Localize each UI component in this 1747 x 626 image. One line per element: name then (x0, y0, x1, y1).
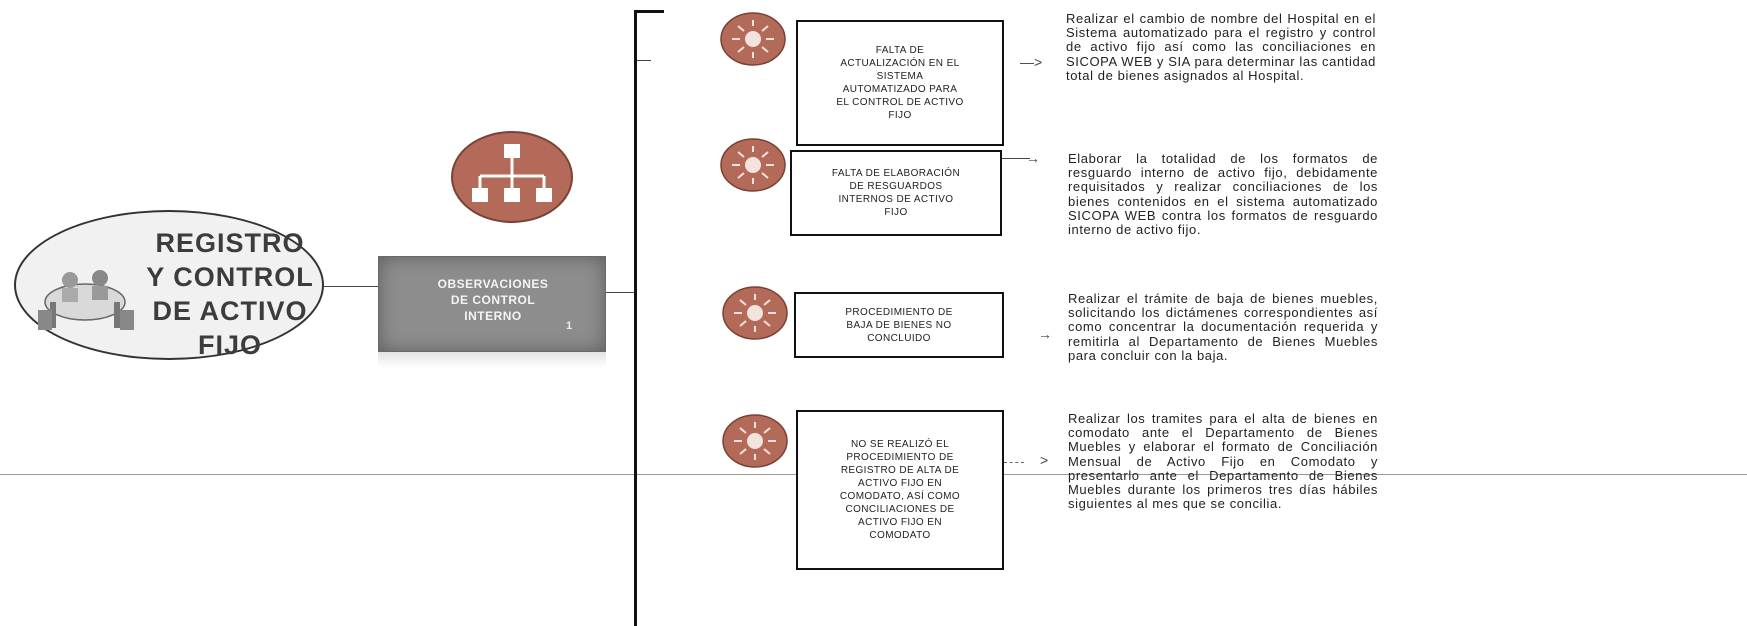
office-desk-icon (38, 270, 134, 330)
item-1-branch (637, 60, 651, 61)
item-1-observation-text: FALTA DE ACTUALIZACIÓN EN EL SISTEMA AUT… (836, 45, 964, 121)
item-4-connector (1004, 462, 1024, 464)
item-2-recommendation: Elaborar la totalidad de los formatos de… (1068, 151, 1378, 238)
item-1-recommendation: Realizar el cambio de nombre del Hospita… (1066, 11, 1376, 83)
vertical-connector (634, 10, 637, 626)
item-2-observation-box: FALTA DE ELABORACIÓN DE RESGUARDOS INTER… (790, 150, 1002, 236)
item-1-arrow: —> (1020, 54, 1043, 70)
item-4-recommendation: Realizar los tramites para el alta de bi… (1068, 411, 1378, 512)
item-2-connector (1002, 158, 1030, 159)
observations-box (378, 256, 606, 352)
item-3-recommendation: Realizar el trámite de baja de bienes mu… (1068, 291, 1378, 363)
item-1-observation-box: FALTA DE ACTUALIZACIÓN EN EL SISTEMA AUT… (796, 20, 1004, 146)
observations-number: 1 (566, 320, 573, 332)
item-1-circle-icon (720, 12, 786, 66)
item-2-arrow: → (1026, 150, 1040, 166)
observations-box-reflection (378, 352, 606, 368)
topic-connector (324, 286, 378, 287)
item-3-observation-text: PROCEDIMIENTO DE BAJA DE BIENES NO CONCL… (845, 306, 953, 344)
item-3-arrow: → (1038, 326, 1052, 342)
item-4-observation-text: NO SE REALIZÓ EL PROCEDIMIENTO DE REGIST… (839, 439, 961, 541)
main-topic-title: REGISTRO Y CONTROL DE ACTIVO FIJO (146, 228, 314, 360)
item-2-observation-text: FALTA DE ELABORACIÓN DE RESGUARDOS INTER… (831, 168, 961, 218)
item-3-observation-box: PROCEDIMIENTO DE BAJA DE BIENES NO CONCL… (794, 292, 1004, 358)
observations-label: OBSERVACIONES DE CONTROL INTERNO (437, 277, 549, 323)
item-4-circle-icon (722, 414, 788, 468)
org-chart-icon (451, 131, 573, 223)
item-2-circle-icon (720, 138, 786, 192)
item-4-arrow: > (1040, 452, 1049, 468)
observations-connector (606, 292, 634, 293)
top-connector-tick (634, 10, 664, 13)
item-3-circle-icon (722, 286, 788, 340)
item-4-observation-box: NO SE REALIZÓ EL PROCEDIMIENTO DE REGIST… (796, 410, 1004, 570)
